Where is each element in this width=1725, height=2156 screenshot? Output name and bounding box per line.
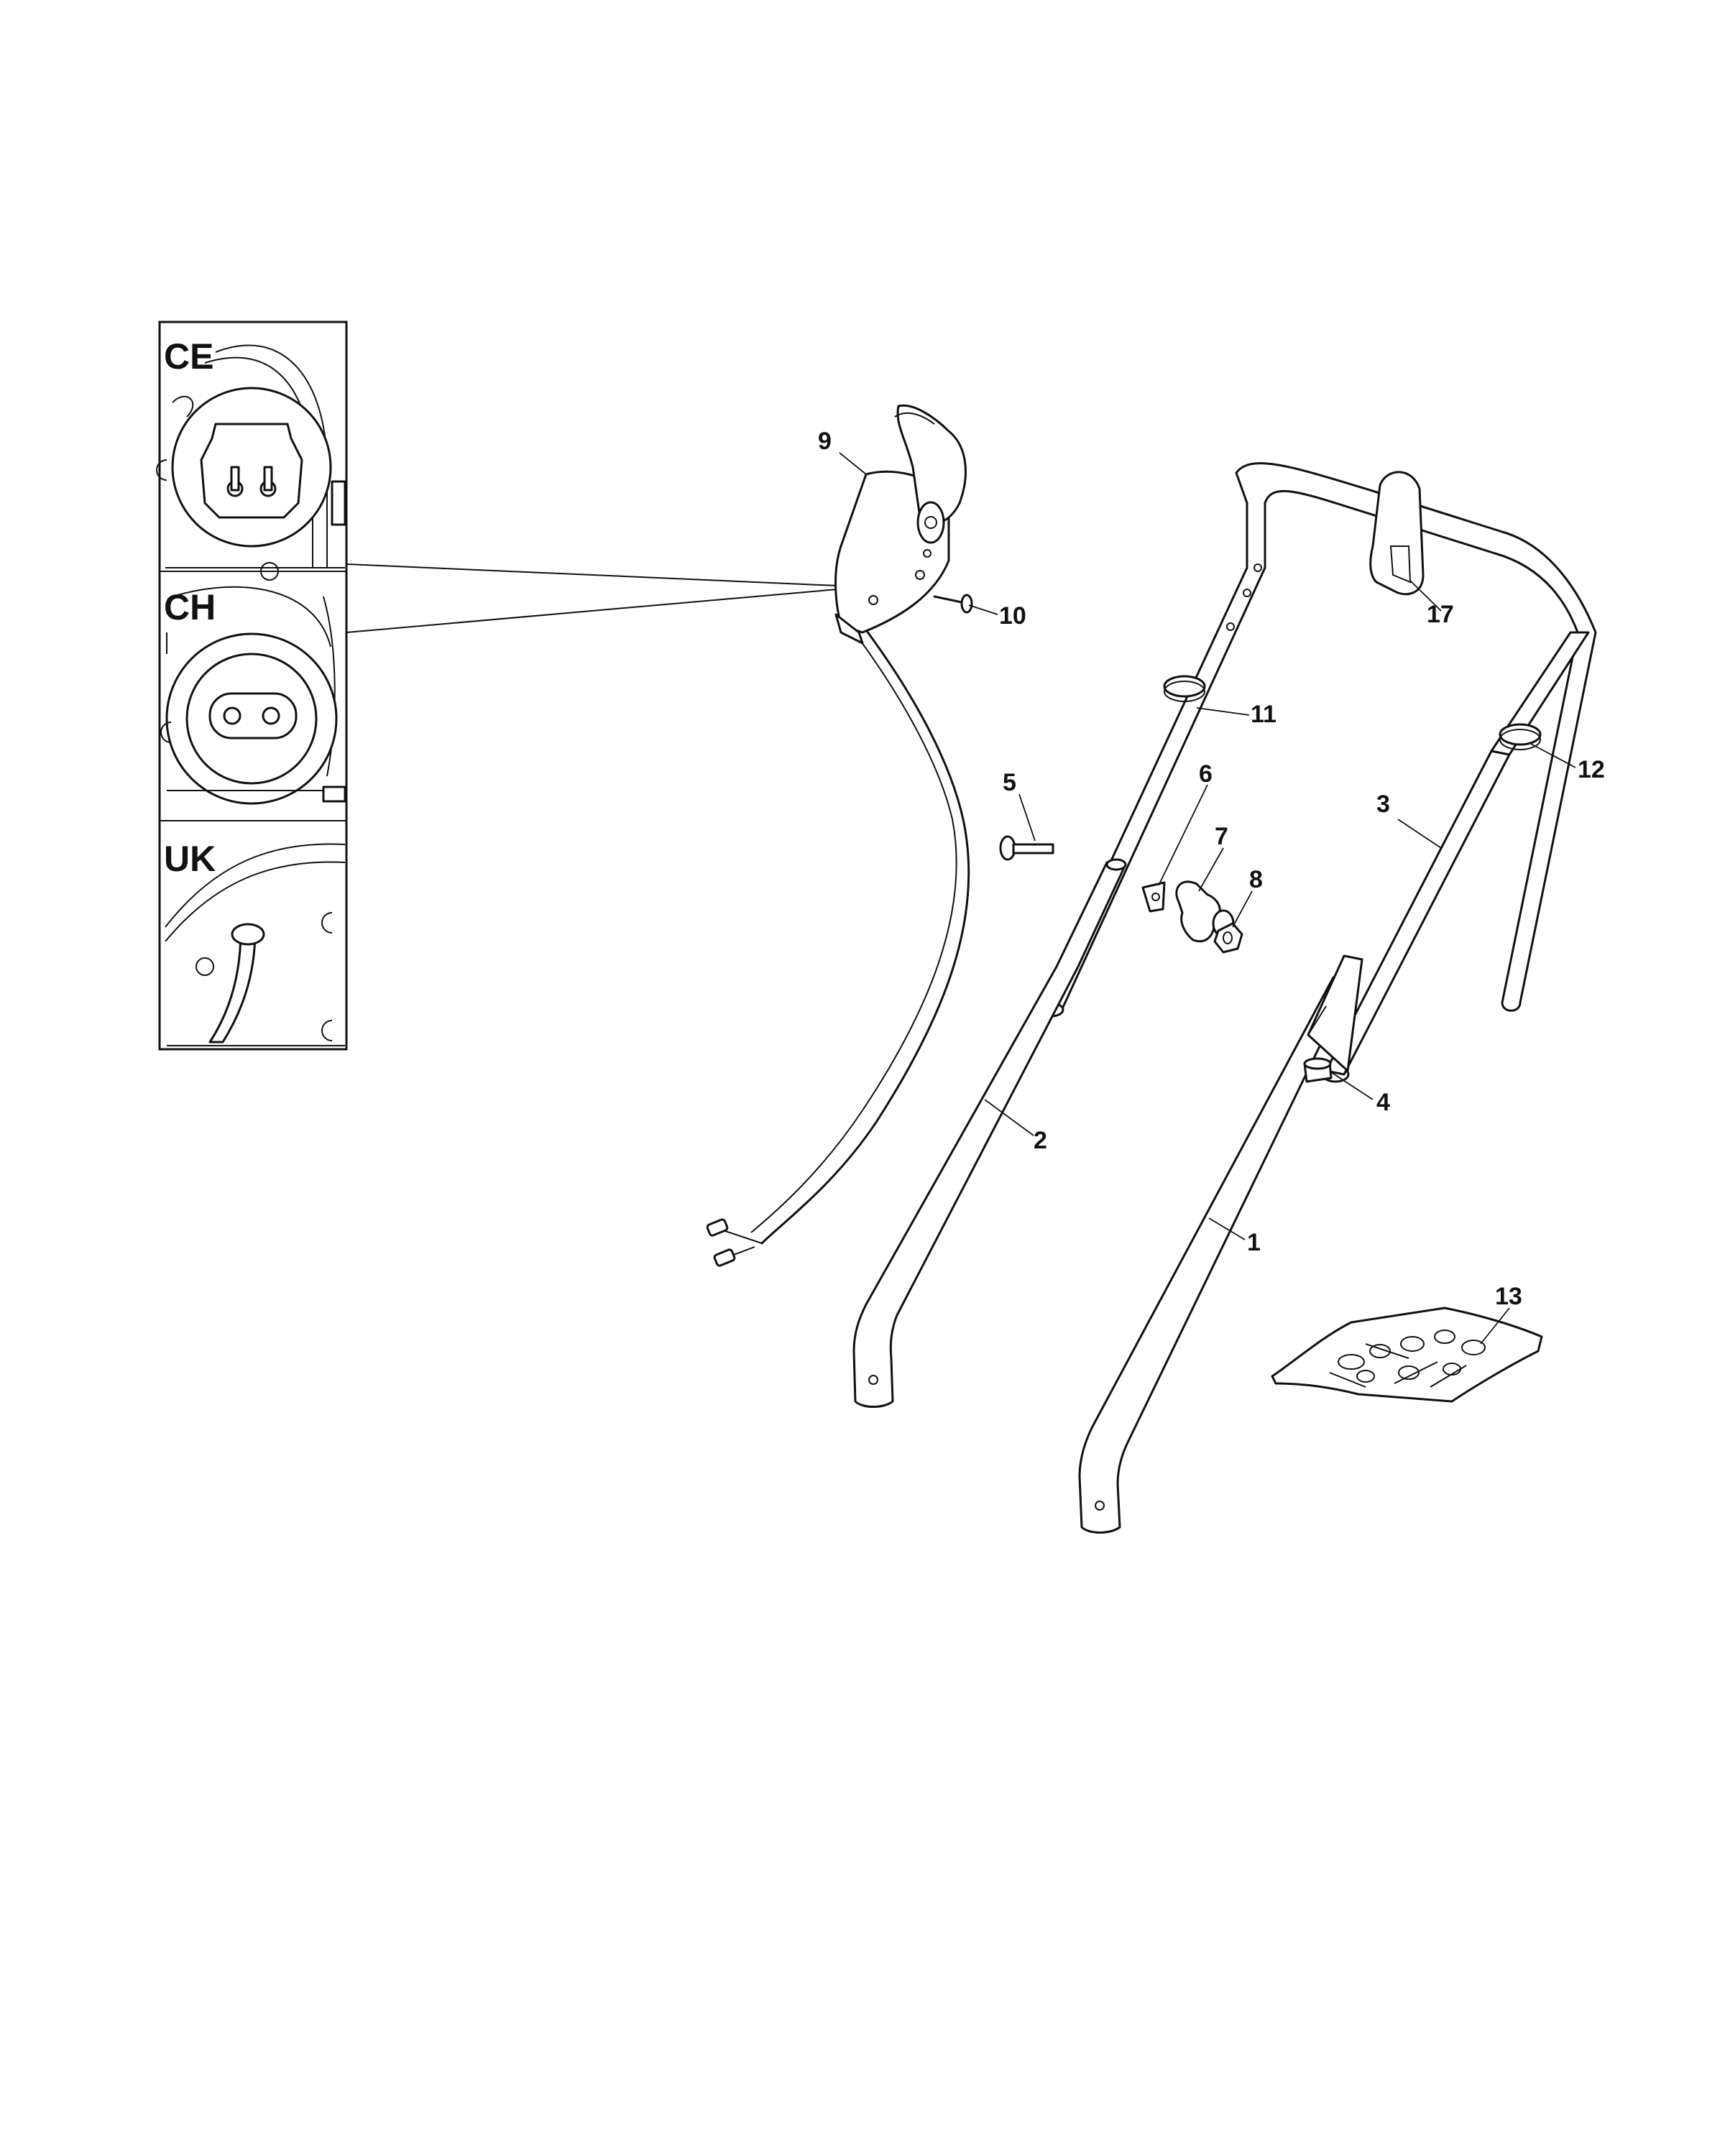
- inset-label-uk: UK: [164, 839, 216, 879]
- ring-right: [1499, 723, 1542, 750]
- cable-clip: [1141, 881, 1166, 913]
- cable-terminals: [706, 1218, 763, 1267]
- ce-plug-drawing: [156, 344, 346, 581]
- callout-6: 6: [1199, 760, 1213, 788]
- switch-box: [750, 404, 970, 1245]
- bolt: [999, 835, 1054, 861]
- upper-handle: [1039, 462, 1597, 1083]
- ring-left: [1163, 675, 1206, 702]
- inset-connector-lines: [346, 563, 838, 633]
- lower-handle-right: [1078, 954, 1363, 1534]
- ch-plug-drawing: [160, 586, 346, 805]
- plug-variants-panel: CE CH UK: [156, 321, 348, 1051]
- callout-8: 8: [1249, 866, 1263, 893]
- callout-2: 2: [1034, 1127, 1047, 1154]
- callout-5: 5: [1003, 769, 1016, 796]
- callout-17: 17: [1427, 601, 1454, 628]
- lower-handle-left: [852, 858, 1127, 1408]
- callout-1: 1: [1247, 1229, 1261, 1256]
- hardware-bag: [1271, 1307, 1543, 1403]
- callout-12: 12: [1578, 756, 1605, 783]
- callout-13: 13: [1495, 1283, 1522, 1310]
- callout-10: 10: [999, 602, 1026, 630]
- callout-11: 11: [1251, 701, 1276, 728]
- inset-label-ce: CE: [164, 336, 213, 377]
- callout-4: 4: [1376, 1089, 1390, 1116]
- callout-numbers: 9 10 17 11 12 3 5 6 7 8 4 2 1 13: [818, 428, 1605, 1310]
- plug-cap: [1303, 1057, 1333, 1083]
- leader-lines: [839, 452, 1576, 1345]
- callout-7: 7: [1215, 823, 1228, 850]
- callout-3: 3: [1376, 791, 1390, 818]
- nut: [1213, 922, 1243, 954]
- inset-label-ch: CH: [164, 587, 216, 627]
- uk-cord-drawing: [165, 843, 346, 1046]
- cable-hook: [1369, 471, 1425, 596]
- callout-9: 9: [818, 428, 832, 455]
- screw: [933, 594, 973, 614]
